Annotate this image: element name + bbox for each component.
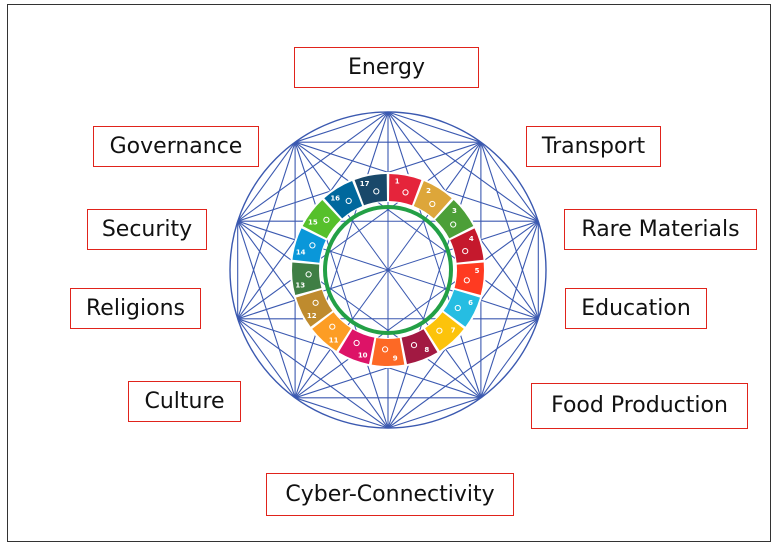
sdg-tile-number: 11 (329, 336, 339, 344)
sdg-tile-number: 5 (475, 267, 480, 275)
connection-line (237, 141, 296, 222)
connection-line (320, 202, 456, 320)
connection-line (237, 142, 296, 319)
inner-web (320, 202, 456, 338)
sdg-tile-7 (425, 312, 464, 351)
connection-line (237, 318, 296, 399)
sdg-tile-number: 6 (468, 299, 473, 307)
connection-line (237, 318, 389, 429)
sdg-tile-6 (443, 289, 480, 327)
connection-line (480, 318, 539, 399)
sdg-tile-4 (450, 228, 484, 263)
sdg-tile-icon (309, 242, 316, 249)
label-energy: Energy (294, 47, 479, 88)
sdg-tile-number: 9 (393, 355, 398, 363)
sdg-tile-number: 1 (395, 178, 400, 186)
connection-line (320, 202, 389, 338)
sdg-tile-12 (296, 289, 333, 327)
sdg-tile-icon (462, 248, 469, 255)
sdg-tile-13 (292, 262, 322, 295)
label-culture: Culture (128, 381, 241, 422)
label-religions: Religions (70, 288, 201, 329)
sdg-tile-number: 2 (426, 187, 431, 195)
sdg-tile-17 (354, 174, 387, 206)
outer-circle (229, 111, 547, 429)
sdg-tile-8 (401, 329, 438, 365)
sdg-tile-number: 14 (296, 249, 306, 257)
sdg-tile-number: 17 (360, 180, 370, 188)
sdg-tile-icon (450, 221, 457, 228)
sdg-tile-icon (454, 304, 461, 312)
sdg-tile-icon (382, 346, 389, 353)
sdg-tile-icon (436, 327, 443, 334)
sdg-tile-15 (302, 200, 341, 239)
sdg-tile-icon (373, 188, 380, 195)
sdg-tile-number: 15 (308, 218, 318, 226)
connection-line (320, 202, 456, 338)
inner-green-ring (323, 205, 453, 335)
sdg-tile-icon (329, 323, 336, 330)
connection-line (294, 111, 389, 143)
sdg-tile-icon (323, 216, 330, 223)
sdg-tile-number: 7 (451, 327, 456, 335)
sdg-tile-3 (435, 200, 474, 239)
sdg-tile-14 (292, 228, 326, 263)
label-rare-materials: Rare Materials (564, 209, 757, 250)
connection-line (387, 111, 482, 143)
connection-line (294, 397, 389, 429)
sdg-tile-icon (312, 299, 319, 306)
label-transport: Transport (526, 126, 661, 167)
sdg-tile-icon (410, 342, 418, 349)
sdg-tile-11 (312, 312, 351, 351)
sdg-tile-number: 10 (358, 351, 368, 359)
connection-line (480, 141, 539, 222)
connection-line (320, 220, 456, 338)
sdg-tile-number: 16 (330, 194, 340, 202)
sdg-tile-number: 4 (469, 235, 474, 243)
sdg-tile-icon (305, 271, 312, 278)
label-governance: Governance (93, 126, 259, 167)
sdg-tile-icon (345, 197, 352, 204)
sdg-tile-16 (324, 181, 363, 219)
sdg-tile-icon (429, 200, 436, 208)
label-education: Education (565, 288, 707, 329)
sdg-tile-icon (463, 277, 470, 284)
label-security: Security (87, 209, 207, 250)
sdg-tile-10 (338, 329, 375, 365)
connection-line (387, 397, 482, 429)
sdg-tile-icon (353, 339, 360, 347)
sdg-tile-9 (371, 338, 405, 366)
sdg-tile-icon (402, 189, 409, 196)
sdg-tile-number: 13 (295, 281, 305, 289)
sdg-tile-number: 3 (452, 207, 457, 215)
label-cyber-connectivity: Cyber-Connectivity (266, 473, 514, 516)
sdg-tile-number: 8 (424, 346, 429, 354)
sdg-tile-2 (413, 181, 452, 219)
label-food-production: Food Production (531, 383, 748, 429)
connection-line (237, 221, 296, 398)
sdg-tile-number: 12 (307, 312, 317, 320)
